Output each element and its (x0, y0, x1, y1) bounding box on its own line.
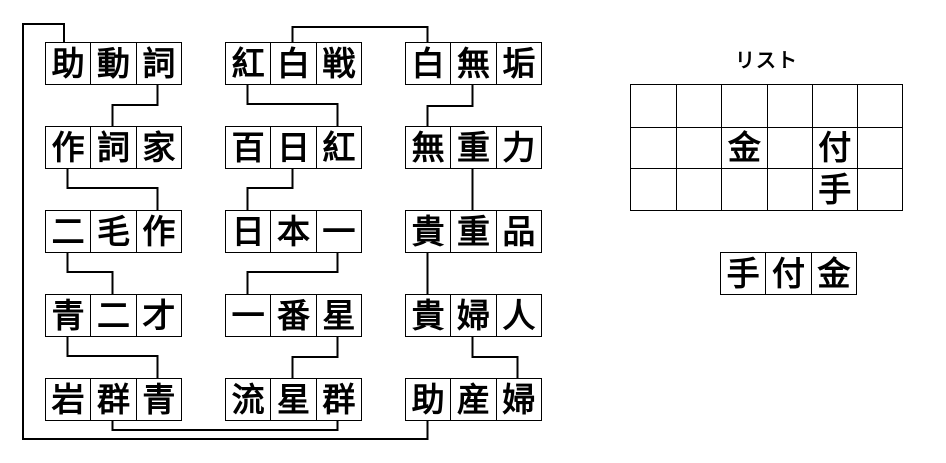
kanji-cell: 群 (90, 379, 135, 420)
connector-line-4 (66, 337, 159, 379)
word-box-6: 流星群 (225, 378, 362, 421)
kanji-cell: 星 (315, 295, 361, 336)
kanji-cell: 垢 (495, 43, 541, 84)
list-grid-cell-r3c5[interactable]: 手 (811, 168, 857, 210)
kanji-cell: 白 (270, 43, 315, 84)
word-box-4: 青二才 (45, 294, 182, 337)
answer-word-box: 手付金 (720, 252, 857, 295)
word-box-9: 百日紅 (225, 126, 362, 169)
kanji-cell: 青 (51, 296, 85, 335)
list-grid-cell-r3c2[interactable] (676, 168, 722, 210)
kanji-cell: 作 (135, 211, 181, 252)
list-grid-cell-r1c6[interactable] (856, 85, 902, 127)
connector-line-14 (471, 337, 519, 379)
list-grid-cell-r2c1[interactable] (631, 126, 677, 169)
kanji-cell: 貴 (411, 296, 445, 335)
word-box-2: 作詞家 (45, 126, 182, 169)
kanji-cell: 毛 (90, 211, 135, 252)
kanji-cell: 作 (51, 128, 85, 167)
kanji-cell: 無 (411, 128, 445, 167)
list-grid-cell-r1c3[interactable] (721, 85, 766, 127)
kanji-cell: 無 (450, 43, 495, 84)
kanji-cell: 重 (450, 211, 495, 252)
kanji-cell: 番 (270, 295, 315, 336)
answer-cell: 手 (726, 254, 760, 293)
list-grid-cell-r2c4[interactable] (766, 126, 812, 169)
connector-line-5 (111, 421, 339, 431)
kanji-cell: 一 (315, 211, 361, 252)
kanji-cell: 二 (90, 295, 135, 336)
kanji-cell: 戦 (315, 43, 361, 84)
kanji-cell: 産 (450, 379, 495, 420)
word-box-7: 一番星 (225, 294, 362, 337)
kanji-cell: 日 (231, 212, 265, 251)
word-box-3: 二毛作 (45, 210, 182, 253)
word-box-1: 助動詞 (45, 42, 182, 85)
list-grid-cell-r3c4[interactable] (766, 168, 812, 210)
kanji-cell: 日 (270, 127, 315, 168)
word-box-5: 岩群青 (45, 378, 182, 421)
kanji-cell: 詞 (90, 127, 135, 168)
word-box-15: 助産婦 (405, 378, 542, 421)
connector-line-6 (291, 337, 339, 379)
kanji-cell: 星 (270, 379, 315, 420)
kanji-cell: 群 (315, 379, 361, 420)
kanji-cell: 婦 (450, 295, 495, 336)
list-title: リスト (735, 48, 798, 72)
kanji-cell: 百 (231, 128, 265, 167)
connector-line-1 (111, 85, 159, 127)
kanji-cell: 青 (135, 379, 181, 420)
kanji-cell: 助 (411, 380, 445, 419)
connector-line-3 (66, 253, 114, 295)
word-box-11: 白無垢 (405, 42, 542, 85)
list-grid-cell-r1c2[interactable] (676, 85, 721, 127)
kanji-list-grid: 金 付手 (630, 84, 903, 211)
word-box-14: 貴婦人 (405, 294, 542, 337)
word-box-12: 無重力 (405, 126, 542, 169)
kanji-cell: 流 (231, 380, 265, 419)
list-grid-cell-r1c5[interactable] (811, 85, 857, 127)
kanji-cell: 助 (51, 44, 85, 83)
connector-line-2 (66, 169, 159, 211)
kanji-cell: 詞 (135, 43, 181, 84)
word-box-8: 日本一 (225, 210, 362, 253)
word-box-10: 紅白戦 (225, 42, 362, 85)
list-grid-cell-r1c1[interactable] (631, 85, 676, 127)
kanji-cell: 婦 (495, 379, 541, 420)
answer-cell: 金 (810, 253, 856, 294)
kanji-cell: 一 (231, 296, 265, 335)
answer-cell: 付 (765, 253, 810, 294)
kanji-cell: 家 (135, 127, 181, 168)
kanji-cell: 重 (450, 127, 495, 168)
kanji-cell: 貴 (411, 212, 445, 251)
kanji-cell: 本 (270, 211, 315, 252)
list-grid-cell-r2c3[interactable]: 金 (721, 126, 767, 169)
list-grid-cell-r2c5[interactable]: 付 (811, 126, 857, 169)
list-grid-cell-r2c6[interactable] (856, 126, 902, 169)
connector-line-9 (246, 85, 339, 127)
kanji-cell: 二 (51, 212, 85, 251)
connector-line-10 (291, 26, 429, 43)
word-box-13: 貴重品 (405, 210, 542, 253)
kanji-cell: 紅 (315, 127, 361, 168)
list-grid-cell-r3c3[interactable] (721, 168, 767, 210)
kanji-cell: 動 (90, 43, 135, 84)
kanji-cell: 力 (495, 127, 541, 168)
connector-line-11 (426, 85, 474, 127)
list-grid-cell-r3c6[interactable] (856, 168, 902, 210)
kanji-cell: 紅 (231, 44, 265, 83)
list-grid-cell-r3c1[interactable] (631, 168, 677, 210)
kanji-cell: 白 (411, 44, 445, 83)
kanji-cell: 岩 (51, 380, 85, 419)
kanji-cell: 才 (135, 295, 181, 336)
kanji-cell: 人 (495, 295, 541, 336)
connector-line-7 (246, 253, 339, 295)
list-grid-cell-r2c2[interactable] (676, 126, 722, 169)
kanji-cell: 品 (495, 211, 541, 252)
list-grid-cell-r1c4[interactable] (766, 85, 812, 127)
connector-line-8 (246, 169, 294, 211)
